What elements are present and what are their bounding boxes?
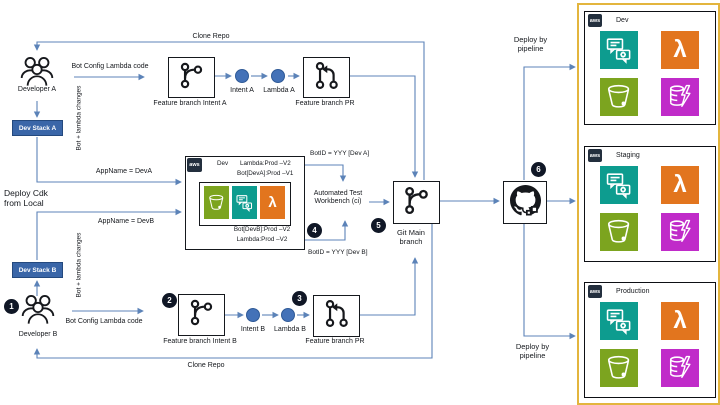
lambda-icon: λ	[661, 166, 699, 204]
lex-chatbot-icon	[600, 31, 638, 69]
botid-devb-label: BotID = YYY [Dev B]	[308, 249, 368, 256]
lambda-b-node	[281, 308, 295, 322]
pipeline-environments-frame	[577, 3, 720, 405]
lex-chatbot-icon	[232, 186, 257, 219]
env-production-title: Production	[616, 288, 650, 295]
dynamodb-icon	[661, 78, 699, 116]
aws-logo-badge: aws	[187, 158, 202, 172]
wire-botid-a	[303, 164, 347, 182]
bot-config-a-label: Bot Config Lambda code	[71, 63, 149, 70]
lambda-icon: λ	[661, 302, 699, 340]
wire-github-to-dev-env	[523, 63, 576, 180]
aws-logo-badge: aws	[588, 14, 602, 27]
wire-stackb-to-center	[36, 208, 182, 260]
lambda-icon: λ	[661, 31, 699, 69]
wire-clone-repo-top	[33, 41, 425, 180]
github-icon	[510, 185, 541, 221]
bot-lambda-changes-b-label: Bot + lambda changes	[75, 232, 83, 298]
pull-request-icon	[311, 60, 342, 96]
lambda-glyph: λ	[673, 171, 687, 198]
lambda-a-node	[271, 69, 285, 83]
lambda-glyph: λ	[673, 307, 687, 334]
bot-lambda-changes-a-label: Bot + lambda changes	[75, 85, 83, 151]
s3-bucket-icon	[600, 78, 638, 116]
appname-deva-label: AppName = DevA	[95, 168, 153, 175]
dev-stack-b: Dev Stack B	[12, 262, 63, 278]
center-env-bottom-line1: Bot[DevB]:Prod –V2	[233, 226, 291, 233]
git-main-branch-label: Git Main branch	[397, 228, 425, 246]
step-3-badge: 3	[292, 291, 307, 306]
wire-stacka-to-center	[36, 137, 182, 186]
wire-pra-to-main	[348, 75, 419, 178]
clone-repo-bottom-label: Clone Repo	[187, 362, 225, 369]
automated-test-workbench-label: Automated Test Workbench (ci)	[313, 190, 363, 206]
step-5-badge: 5	[371, 218, 386, 233]
env-box-staging: aws Staging λ	[584, 146, 716, 262]
git-branch-icon	[186, 297, 217, 333]
env-dev-title: Dev	[616, 17, 629, 24]
git-branch-icon	[400, 184, 433, 222]
lambda-a-label: Lambda A	[263, 87, 295, 94]
center-env-top-line2: Bot[DevA]:Prod –V1	[237, 170, 294, 177]
lex-chatbot-icon	[600, 302, 638, 340]
wire-github-to-prod-env	[523, 222, 576, 340]
developer-b-label: Developer B	[18, 331, 58, 338]
feature-branch-intent-a-label: Feature branch Intent A	[153, 100, 227, 107]
lambda-glyph: λ	[673, 36, 687, 63]
step-1-badge: 1	[4, 299, 19, 314]
intent-b-label: Intent B	[240, 326, 266, 333]
intent-a-node	[235, 69, 249, 83]
bot-config-b-label: Bot Config Lambda code	[65, 318, 143, 325]
s3-bucket-icon	[204, 186, 229, 219]
wire-clone-repo-bottom	[33, 223, 433, 359]
git-branch-icon	[176, 60, 207, 96]
feature-branch-pr-b-box	[313, 295, 360, 337]
step-2-badge: 2	[162, 293, 177, 308]
appname-devb-label: AppName = DevB	[97, 218, 155, 225]
aws-logo-badge: aws	[588, 149, 602, 162]
feature-branch-intent-b-label: Feature branch Intent B	[163, 338, 237, 345]
env-box-production: aws Production λ	[584, 282, 716, 398]
deploy-by-pipeline-bottom-label: Deploy by pipeline	[515, 342, 550, 360]
center-env-bottom-line2: Lambda:Prod –V2	[236, 236, 288, 243]
intent-a-label: Intent A	[230, 87, 254, 94]
feature-branch-intent-a-box	[168, 57, 215, 98]
lex-chatbot-icon	[600, 166, 638, 204]
step-4-badge: 4	[307, 223, 322, 238]
wire-botid-b	[303, 220, 349, 241]
s3-bucket-icon	[600, 349, 638, 387]
intent-b-node	[246, 308, 260, 322]
s3-bucket-icon	[600, 213, 638, 251]
lambda-icon: λ	[260, 186, 285, 219]
developer-a-icon	[15, 55, 59, 89]
lambda-glyph: λ	[268, 194, 277, 211]
git-main-branch-box	[393, 181, 440, 224]
developer-a-label: Developer A	[17, 86, 57, 93]
step-6-badge: 6	[531, 162, 546, 177]
wire-prb-to-main	[359, 257, 419, 316]
feature-branch-pr-a-box	[303, 57, 350, 98]
botid-deva-label: BotID = YYY [Dev A]	[310, 150, 370, 157]
dynamodb-icon	[661, 213, 699, 251]
env-box-dev: aws Dev λ	[584, 11, 716, 125]
feature-branch-pr-a-label: Feature branch PR	[295, 100, 355, 107]
feature-branch-pr-b-label: Feature branch PR	[305, 338, 365, 345]
center-env-top-line1: Lambda:Prod –V2	[240, 160, 291, 167]
deploy-cdk-label: Deploy Cdk from Local	[4, 188, 48, 209]
dynamodb-icon	[661, 349, 699, 387]
pull-request-icon	[321, 298, 352, 334]
center-env-title: Dev	[217, 160, 229, 167]
aws-logo-badge: aws	[588, 285, 602, 298]
deploy-by-pipeline-top-label: Deploy by pipeline	[513, 35, 548, 53]
dev-stack-a: Dev Stack A	[12, 120, 63, 136]
feature-branch-intent-b-box	[178, 294, 225, 336]
lambda-b-label: Lambda B	[274, 326, 306, 333]
clone-repo-top-label: Clone Repo	[192, 33, 230, 40]
env-staging-title: Staging	[616, 152, 640, 159]
developer-b-icon	[16, 293, 60, 327]
github-actions-box	[503, 181, 547, 224]
